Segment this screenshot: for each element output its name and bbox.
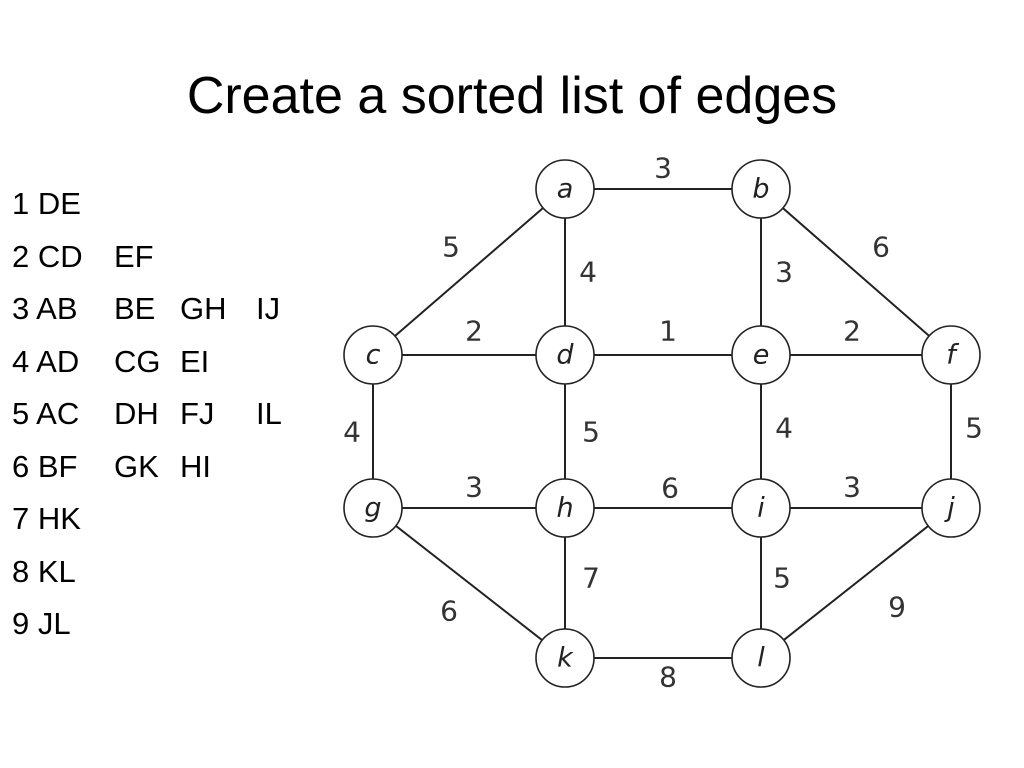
- node-label: a: [557, 174, 574, 205]
- node-h: h: [535, 478, 595, 538]
- node-label: c: [366, 340, 381, 371]
- edge-weight-jl: 9: [888, 591, 906, 624]
- node-g: g: [343, 478, 403, 538]
- node-label: i: [757, 493, 765, 524]
- edge-name: FJ: [180, 396, 215, 431]
- node-label: d: [556, 340, 574, 371]
- edge-list-row: 7 HK: [12, 493, 342, 546]
- edge-weight-cd: 2: [465, 315, 483, 348]
- node-label: l: [757, 643, 765, 674]
- edge-weight-group: 1 DE: [12, 186, 81, 221]
- edge-name: HI: [180, 448, 211, 484]
- edge-bf: [760, 188, 952, 356]
- edge-weight-ef: 2: [843, 315, 861, 348]
- node-k: k: [535, 628, 595, 688]
- edge-weight-bf: 6: [872, 231, 890, 264]
- edge-weight-group: 9 JL: [12, 606, 71, 641]
- edge-name: CG: [114, 343, 161, 379]
- edge-weight-il: 5: [773, 562, 791, 595]
- edge-name: DH: [114, 396, 159, 431]
- edge-weight-gk: 6: [440, 595, 458, 628]
- edge-list-row: 8 KL: [12, 546, 342, 599]
- edge-weight-ad: 4: [579, 256, 597, 289]
- edge-weight-hi: 6: [661, 472, 679, 505]
- node-i: i: [731, 478, 791, 538]
- node-b: b: [731, 159, 791, 219]
- slide-title: Create a sorted list of edges: [186, 67, 838, 125]
- edge-list-row: 5 AC DH FJ IL: [12, 388, 342, 441]
- edge-weight-hk: 7: [582, 562, 600, 595]
- node-circle: [731, 628, 791, 688]
- node-label: g: [364, 493, 381, 524]
- node-c: c: [343, 325, 403, 385]
- node-circle: [343, 478, 403, 538]
- edge-ac: [372, 188, 566, 356]
- edge-weight-group: 2 CD: [12, 238, 83, 274]
- node-label: k: [557, 643, 574, 674]
- node-circle: [535, 325, 595, 385]
- node-circle: [921, 478, 981, 538]
- sorted-edge-list: 1 DE 2 CD EF 3 AB BE GH IJ 4 AD CG EI 5 AC DH FJ IL 6 …: [12, 178, 342, 651]
- edge-weight-dh: 5: [582, 416, 600, 449]
- node-circle: [731, 478, 791, 538]
- edge-weight-group: 3 AB: [12, 291, 78, 326]
- edge-weight-fj: 5: [965, 412, 983, 445]
- edge-name: IL: [256, 396, 282, 431]
- edge-weight-group: 5 AC: [12, 396, 80, 431]
- node-circle: [731, 325, 791, 385]
- edge-weight-group: 7 HK: [12, 501, 81, 536]
- edge-name: GK: [114, 448, 159, 484]
- node-circle: [535, 478, 595, 538]
- edge-weight-group: 8 KL: [12, 553, 76, 589]
- edge-weight-kl: 8: [659, 661, 677, 694]
- edge-weight-group: 4 AD: [12, 343, 80, 379]
- node-e: e: [731, 325, 791, 385]
- edge-weight-cg: 4: [343, 416, 361, 449]
- edge-weight-ei: 4: [775, 412, 793, 445]
- edge-name: BE: [114, 291, 156, 326]
- node-label: h: [556, 493, 573, 524]
- edge-weight-ac: 5: [442, 231, 460, 264]
- edge-jl: [760, 507, 952, 659]
- edge-weight-group: 6 BF: [12, 448, 78, 484]
- node-label: e: [753, 340, 770, 371]
- edge-weight-gh: 3: [465, 471, 483, 504]
- edge-weight-be: 3: [775, 256, 793, 289]
- edge-gk: [372, 507, 566, 659]
- edge-name: EI: [180, 343, 210, 379]
- node-circle: [921, 325, 981, 385]
- edge-weight-ab: 3: [654, 152, 672, 185]
- node-a: a: [535, 159, 595, 219]
- edge-list-row: 6 BF GK HI: [12, 441, 342, 494]
- node-circle: [731, 159, 791, 219]
- node-j: j: [921, 478, 981, 538]
- edge-list-row: 2 CD EF: [12, 231, 342, 284]
- node-l: l: [731, 628, 791, 688]
- node-label: b: [752, 174, 769, 205]
- edge-weight-de: 1: [659, 315, 677, 348]
- edge-name: IJ: [256, 291, 281, 326]
- node-f: f: [921, 325, 981, 385]
- edge-weight-ij: 3: [843, 471, 861, 504]
- edge-list-row: 9 JL: [12, 598, 342, 651]
- edge-list-row: 1 DE: [12, 178, 342, 231]
- node-d: d: [535, 325, 595, 385]
- node-circle: [535, 628, 595, 688]
- node-circle: [535, 159, 595, 219]
- edge-list-row: 3 AB BE GH IJ: [12, 283, 342, 336]
- node-circle: [343, 325, 403, 385]
- edge-name: EF: [114, 238, 154, 274]
- edge-name: GH: [180, 291, 227, 326]
- edge-list-row: 4 AD CG EI: [12, 336, 342, 389]
